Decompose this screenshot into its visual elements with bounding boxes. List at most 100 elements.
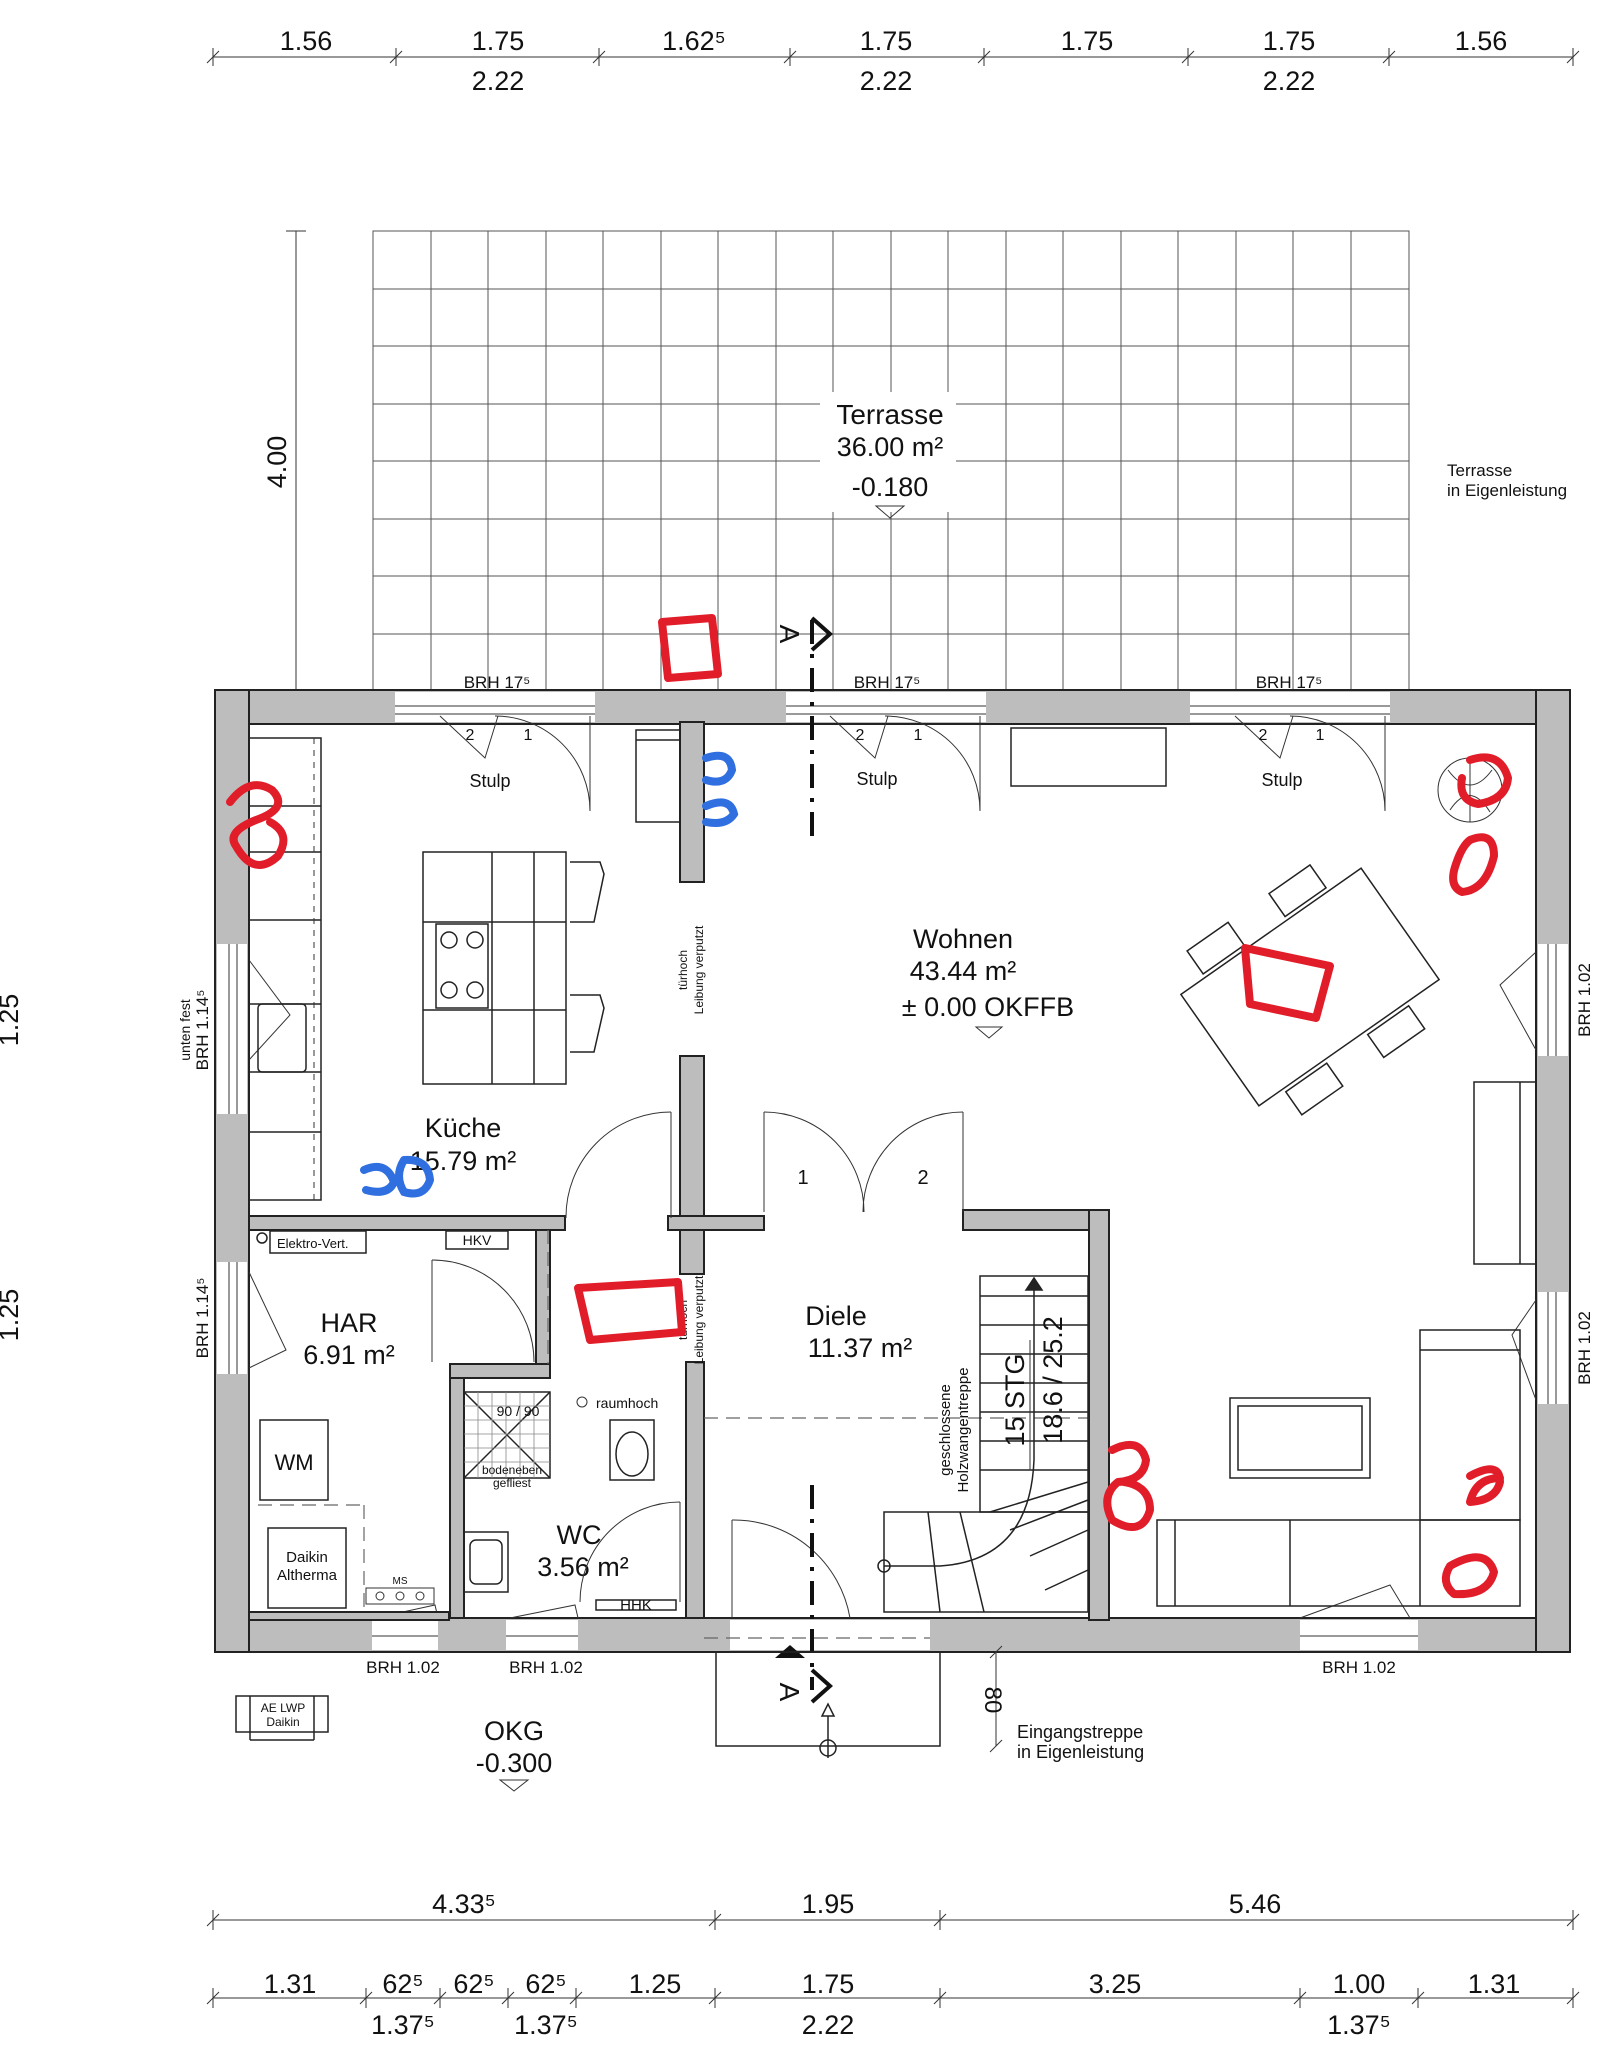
sash-1-b: 1 xyxy=(914,727,923,744)
brh-bottom-1: BRH 1.02 xyxy=(366,1658,440,1677)
bodeneben-1: bodeneben xyxy=(482,1463,542,1477)
dim-bottom-5: 62⁵ xyxy=(382,1969,423,1999)
staircase xyxy=(877,1275,1089,1613)
room-diele-name: Diele xyxy=(805,1301,867,1331)
red-markup-circle-3 xyxy=(1466,1465,1504,1506)
dim-top-3: 1.62⁵ xyxy=(662,26,726,56)
brh-top-1: BRH 17⁵ xyxy=(464,673,531,692)
stair-dim: 18.6 / 25.2 xyxy=(1038,1316,1068,1444)
kitchen-counter xyxy=(248,737,322,1201)
dim-top-6: 1.75 xyxy=(1263,26,1316,56)
blue-markup-1 xyxy=(702,751,739,827)
stulp-2: Stulp xyxy=(856,769,897,789)
section-label-bottom: A xyxy=(774,1683,805,1702)
windows-top xyxy=(395,705,1390,715)
dim-bottom-4: 1.31 xyxy=(264,1969,317,1999)
level-triangle-icon xyxy=(498,1779,530,1792)
dim-bottom-13: 1.37⁵ xyxy=(371,2010,435,2040)
coffee-table xyxy=(1229,1397,1371,1479)
brh-bottom-3: BRH 1.02 xyxy=(1322,1658,1396,1677)
door-kueche xyxy=(565,1111,672,1219)
okg-label: OKG xyxy=(484,1716,544,1746)
tuerhoch-2: Leibung verputzt xyxy=(692,925,706,1014)
dimension-terrace: 4.00 xyxy=(262,230,306,692)
cabinet-right xyxy=(1473,1081,1537,1265)
stulp-1: Stulp xyxy=(469,771,510,791)
terrace-name: Terrasse xyxy=(836,399,943,430)
blue-markup-2 xyxy=(360,1155,435,1198)
room-har-area: 6.91 m² xyxy=(303,1340,395,1370)
dim-bottom-7: 62⁵ xyxy=(525,1969,566,1999)
red-markup-square-3 xyxy=(1241,944,1334,1022)
blue-markup xyxy=(360,751,739,1198)
brh-left-2: BRH 1.14⁵ xyxy=(193,1278,212,1359)
har-fixtures xyxy=(256,1230,509,1609)
dimension-bottom xyxy=(206,1910,1580,2008)
dim-bottom-14: 1.37⁵ xyxy=(514,2010,578,2040)
sofa xyxy=(1156,1329,1521,1607)
window-sashes xyxy=(439,715,1386,812)
door-leaf-2: 2 xyxy=(917,1167,928,1189)
red-markup-circle-4 xyxy=(1441,1553,1498,1599)
room-wc-name: WC xyxy=(557,1520,602,1550)
dim-bottom-16: 1.37⁵ xyxy=(1327,2010,1391,2040)
sash-2-b: 2 xyxy=(856,727,865,744)
shower-grid xyxy=(464,1392,550,1478)
stair-desc-1: geschlossene xyxy=(937,1384,954,1476)
plant-icon xyxy=(1437,757,1503,823)
dim-bottom-9: 1.75 xyxy=(802,1969,855,1999)
ae-label-1: AE LWP xyxy=(261,1701,305,1715)
dim-left-2: 1.25 xyxy=(0,1289,24,1342)
entrance-step xyxy=(715,1651,941,1758)
dim-bottom-8: 1.25 xyxy=(629,1969,682,1999)
room-diele-area: 11.37 m² xyxy=(808,1333,913,1363)
eingang-note-2: in Eigenleistung xyxy=(1017,1742,1144,1762)
bodeneben-2: gefliest xyxy=(493,1476,532,1490)
dim-bottom-1: 4.33⁵ xyxy=(432,1889,496,1919)
dim-bottom-11: 1.00 xyxy=(1333,1969,1386,1999)
dim-top-1: 1.56 xyxy=(280,26,333,56)
dimension-eingang xyxy=(989,1645,1003,1753)
brh-right-2: BRH 1.02 xyxy=(1575,1311,1594,1385)
dim-top-5: 1.75 xyxy=(1061,26,1114,56)
door-entrance xyxy=(731,1519,851,1619)
har-dash xyxy=(258,1504,365,1612)
hhk-label: HHK xyxy=(620,1597,652,1614)
sash-1-a: 1 xyxy=(524,727,533,744)
door-wohnen-double xyxy=(763,1111,964,1213)
dim-bottom-12: 1.31 xyxy=(1468,1969,1521,1999)
okg-level: -0.300 xyxy=(476,1748,553,1778)
terrace-level: -0.180 xyxy=(852,472,929,502)
ae-label-2: Daikin xyxy=(266,1715,299,1729)
level-triangle-icon xyxy=(974,1026,1004,1039)
ae-lwp-unit xyxy=(235,1695,329,1741)
dim-top-4: 1.75 xyxy=(860,26,913,56)
dim-terrace: 4.00 xyxy=(262,436,292,489)
dim-bottom-10: 3.25 xyxy=(1089,1969,1142,1999)
raumhoch-label: raumhoch xyxy=(596,1395,658,1411)
raumhoch-marker xyxy=(576,1396,588,1408)
dim-top-9: 2.22 xyxy=(860,66,913,96)
red-markup-square-2 xyxy=(574,1278,686,1344)
red-markup-square-1 xyxy=(658,614,722,682)
terrace-grid xyxy=(372,230,1410,692)
red-markup-circle-2 xyxy=(1449,833,1498,896)
door-wc xyxy=(579,1501,681,1603)
dim-bottom-15: 2.22 xyxy=(802,2010,855,2040)
elektro-vert: Elektro-Vert. xyxy=(277,1236,349,1251)
brh-top-3: BRH 17⁵ xyxy=(1256,673,1323,692)
terrace-note-1: Terrasse xyxy=(1447,461,1512,480)
section-label-top: A xyxy=(774,625,805,644)
room-har-name: HAR xyxy=(320,1308,377,1338)
door-har xyxy=(431,1259,535,1363)
red-markup-circle-1 xyxy=(1457,753,1512,808)
sideboard xyxy=(1010,727,1167,787)
shower-size: 90 / 90 xyxy=(497,1403,540,1419)
unten-fest: unten fest xyxy=(177,999,193,1061)
door-leaf-1: 1 xyxy=(797,1167,808,1189)
hkv-label: HKV xyxy=(463,1232,492,1248)
section-line xyxy=(775,616,834,1704)
tuerhoch-1: türhoch xyxy=(676,950,690,990)
dim-top-2: 1.75 xyxy=(472,26,525,56)
kitchen-island xyxy=(422,851,605,1085)
